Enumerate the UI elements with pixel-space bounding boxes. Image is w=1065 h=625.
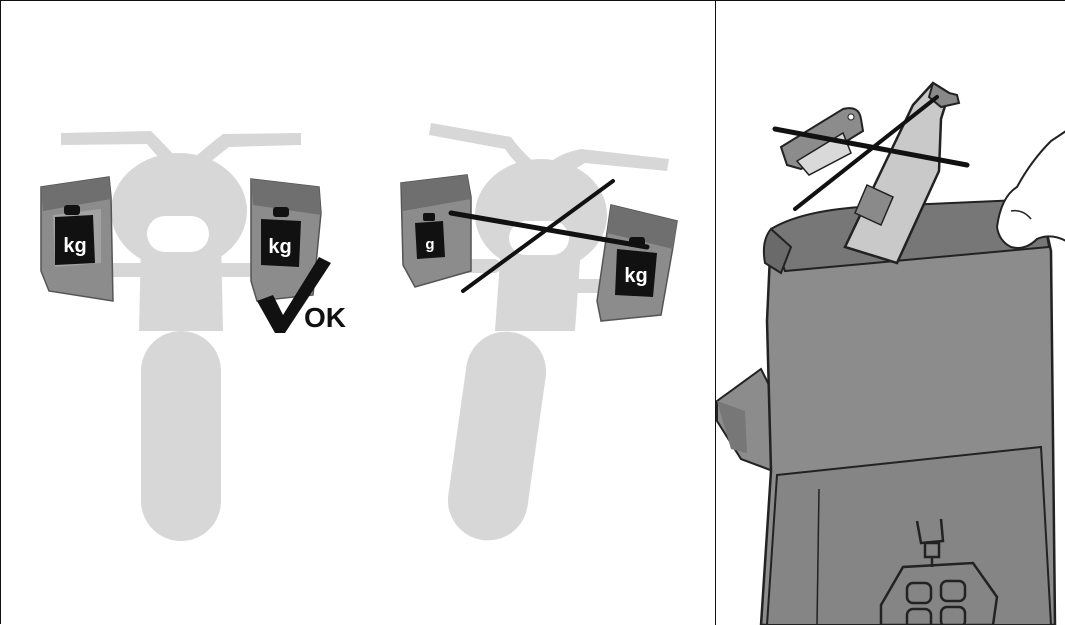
weight-label-left: kg	[63, 235, 86, 257]
hand-icon	[997, 131, 1065, 248]
weight-label-heavy: kg	[624, 265, 647, 287]
verdict-label: OK	[304, 302, 346, 333]
side-bag	[717, 369, 773, 471]
weight-label-light: g	[425, 236, 434, 253]
weight-label-right: kg	[268, 236, 291, 258]
right-pannier-heavy: kg	[597, 205, 677, 321]
left-pannier-light: g	[401, 175, 471, 287]
dry-bag	[761, 199, 1055, 625]
left-pannier: kg	[41, 177, 113, 301]
panel-balanced: kg kg OK	[41, 131, 346, 541]
panel-prohibited-items	[717, 83, 1065, 625]
headlamp-shape	[147, 216, 209, 252]
panel-unbalanced: g kg	[401, 123, 677, 546]
